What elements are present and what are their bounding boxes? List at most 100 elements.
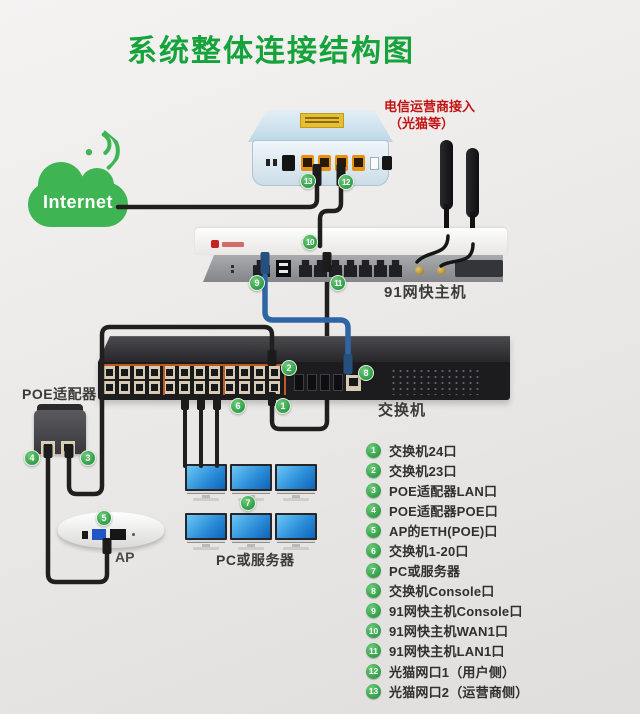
optical-modem bbox=[248, 110, 393, 186]
badge-4-poe-poe: 4 bbox=[24, 450, 40, 466]
switch-front-panel bbox=[98, 362, 510, 400]
modem-front-panel bbox=[252, 140, 392, 186]
router-logo bbox=[211, 240, 244, 248]
badge-12-modem-port1: 12 bbox=[338, 174, 354, 190]
poe-adapter bbox=[34, 404, 86, 456]
carrier-annotation: 电信运营商接入 （光猫等） bbox=[384, 98, 475, 132]
legend-label: 交换机23口 bbox=[389, 463, 457, 479]
modem-switch bbox=[370, 157, 379, 170]
legend-label: 交换机1-20口 bbox=[389, 544, 469, 560]
legend-item: 3 POE适配器LAN口 bbox=[366, 480, 528, 500]
modem-lan-port bbox=[335, 155, 348, 171]
badge-9-router-console: 9 bbox=[249, 275, 265, 291]
router-lan-port bbox=[329, 260, 342, 277]
switch-led-grid bbox=[390, 368, 482, 395]
legend-item: 2 交换机23口 bbox=[366, 460, 528, 480]
badge-3-poe-lan: 3 bbox=[80, 450, 96, 466]
legend-badge: 5 bbox=[366, 522, 381, 538]
legend-item: 1 交换机24口 bbox=[366, 440, 528, 460]
legend-item: 9 91网快主机Console口 bbox=[366, 601, 528, 621]
badge-13-modem-port2: 13 bbox=[300, 173, 316, 189]
legend-badge: 4 bbox=[366, 502, 381, 518]
router-front-panel bbox=[203, 255, 503, 282]
ap-label: AP bbox=[115, 549, 135, 565]
port-group-divider bbox=[223, 364, 225, 395]
router-lan-port bbox=[314, 260, 327, 277]
poe-body bbox=[34, 410, 86, 456]
internet-cloud: Internet bbox=[28, 156, 128, 228]
legend-label: 91网快主机WAN1口 bbox=[389, 624, 509, 640]
router-led bbox=[231, 265, 234, 268]
pc-monitor bbox=[185, 464, 227, 502]
legend-badge: 12 bbox=[366, 663, 381, 679]
pc-label: PC或服务器 bbox=[216, 552, 295, 568]
ap-small-port bbox=[82, 531, 88, 539]
modem-lan-port bbox=[301, 155, 314, 171]
legend-label: POE适配器LAN口 bbox=[389, 483, 498, 499]
badge-6-switch-1-20: 6 bbox=[230, 398, 246, 414]
legend-badge: 9 bbox=[366, 603, 381, 619]
switch-top bbox=[98, 336, 510, 362]
antenna bbox=[466, 148, 479, 254]
router-usb-ports bbox=[276, 260, 291, 277]
badge-5-ap-eth: 5 bbox=[96, 510, 112, 526]
legend-badge: 6 bbox=[366, 543, 381, 559]
sfp-slot bbox=[307, 374, 317, 391]
sfp-slot bbox=[294, 374, 304, 391]
ap-eth-port bbox=[110, 529, 126, 540]
badge-7-pc: 7 bbox=[240, 495, 256, 511]
pc-monitor bbox=[275, 464, 317, 502]
pc-monitor bbox=[230, 513, 272, 551]
port-group-divider bbox=[102, 364, 104, 395]
page-title: 系统整体连接结构图 bbox=[127, 35, 415, 68]
switch-console-port bbox=[346, 375, 361, 391]
modem-phone-port bbox=[282, 155, 295, 171]
modem-power-port bbox=[382, 156, 392, 170]
legend-item: 6 交换机1-20口 bbox=[366, 540, 528, 560]
legend-label: 91网快主机Console口 bbox=[389, 604, 523, 620]
carrier-annotation-line2: （光猫等） bbox=[389, 116, 455, 131]
legend-item: 10 91网快主机WAN1口 bbox=[366, 621, 528, 641]
router-lan-port bbox=[344, 260, 357, 277]
legend-label: 交换机24口 bbox=[389, 443, 457, 459]
legend-badge: 11 bbox=[366, 643, 381, 659]
badge-11-router-lan1: 11 bbox=[330, 275, 346, 291]
ap-ports bbox=[82, 528, 140, 541]
router-lan-port bbox=[359, 260, 372, 277]
sfp-slot bbox=[333, 374, 343, 391]
legend-badge: 10 bbox=[366, 623, 381, 639]
legend-badge: 2 bbox=[366, 462, 381, 478]
legend-badge: 3 bbox=[366, 482, 381, 498]
network-switch bbox=[98, 336, 510, 400]
legend-label: 交换机Console口 bbox=[389, 584, 495, 600]
modem-led bbox=[266, 159, 270, 166]
poe-port-poe bbox=[41, 441, 55, 456]
legend-label: 光猫网口2（运营商侧） bbox=[389, 684, 529, 700]
legend-badge: 1 bbox=[366, 442, 381, 458]
modem-lan-port bbox=[318, 155, 331, 171]
poe-label: POE适配器 bbox=[22, 386, 97, 402]
badge-1-switch-port24: 1 bbox=[275, 398, 291, 414]
legend-label: 91网快主机LAN1口 bbox=[389, 644, 505, 660]
legend-label: PC或服务器 bbox=[389, 564, 461, 580]
router-label: 91网快主机 bbox=[384, 284, 467, 301]
poe-top bbox=[37, 404, 83, 415]
modem-led bbox=[273, 159, 277, 166]
poe-port-lan bbox=[61, 441, 75, 456]
carrier-annotation-line1: 电信运营商接入 bbox=[384, 99, 476, 114]
ap-blue-port bbox=[92, 529, 106, 540]
ap-reset-hole bbox=[132, 533, 135, 536]
router-lan-port bbox=[374, 260, 387, 277]
modem-sticker bbox=[300, 113, 344, 128]
internet-label: Internet bbox=[42, 192, 113, 212]
switch-port-row-bottom bbox=[104, 381, 284, 394]
router-model-plate bbox=[455, 260, 503, 277]
